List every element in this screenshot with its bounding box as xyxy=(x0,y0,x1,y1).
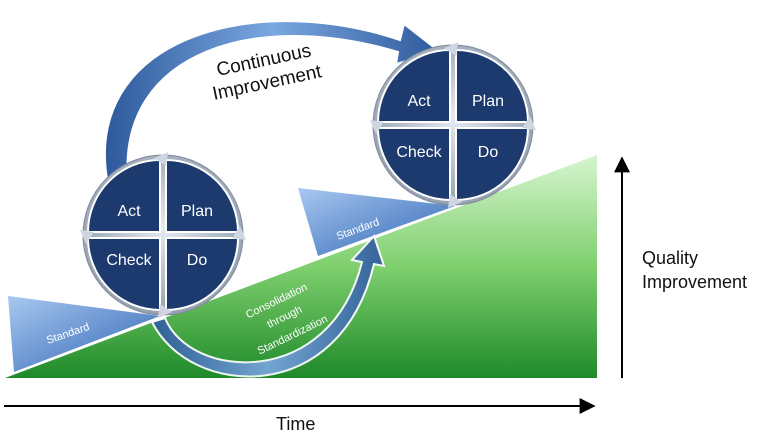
act-label-right: Act xyxy=(407,93,431,110)
plan-label-right: Plan xyxy=(472,93,504,110)
quality-axis-label: Quality Improvement xyxy=(642,246,747,294)
plan-label-left: Plan xyxy=(181,203,213,220)
do-label-right: Do xyxy=(478,144,499,161)
standard-wedge-left xyxy=(8,296,160,372)
quality-axis-label-line1: Quality xyxy=(642,248,699,268)
pdca-cycle-left xyxy=(80,152,246,318)
quality-axis-label-line2: Improvement xyxy=(642,272,748,292)
check-label-left: Check xyxy=(106,252,152,269)
do-label-left: Do xyxy=(187,252,208,269)
standard-wedge-right xyxy=(298,188,455,256)
time-axis-label: Time xyxy=(276,414,316,434)
act-label-left: Act xyxy=(117,203,141,220)
check-label-right: Check xyxy=(396,144,442,161)
consolidation-arrow xyxy=(150,234,386,378)
pdca-cycle-right xyxy=(370,42,536,208)
